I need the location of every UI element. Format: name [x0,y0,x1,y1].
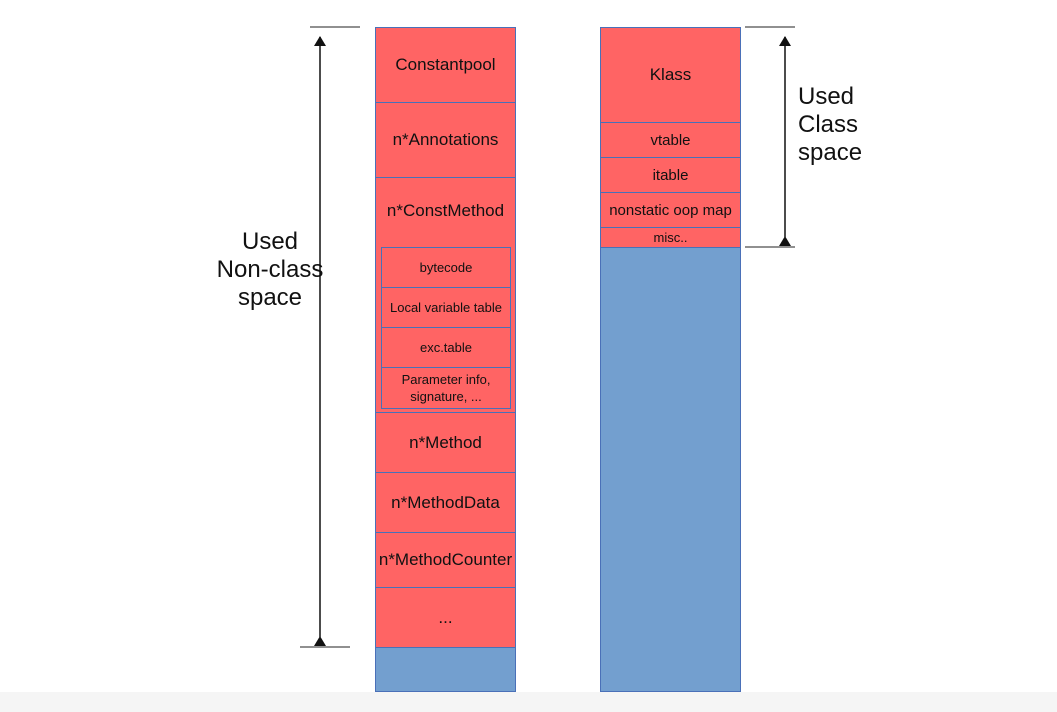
non-class-space-column: Constantpool n*Annotations n*ConstMethod… [375,27,516,692]
methoddata-block: n*MethodData [376,473,515,533]
block-label: Klass [649,65,692,84]
sub-block-label: Local variable table [389,300,503,315]
constantpool-block: Constantpool [376,28,515,103]
klass-block: Klass [601,28,740,123]
method-block: n*Method [376,413,515,473]
block-label: nonstatic oop map [609,201,732,219]
block-label: ... [438,607,453,627]
exc-table-block: exc.table [382,328,510,368]
vtable-block: vtable [601,123,740,158]
bytecode-block: bytecode [382,248,510,288]
block-label: n*Annotations [392,130,499,149]
itable-block: itable [601,158,740,193]
block-label: n*MethodCounter [378,550,513,569]
block-label: vtable [650,131,691,149]
parameter-info-block: Parameter info, signature, ... [382,368,510,408]
bottom-band [0,692,1057,712]
sub-block-label: bytecode [419,260,473,275]
nonstatic-oop-map-block: nonstatic oop map [601,193,740,228]
sub-block-label: exc.table [419,340,473,355]
class-space-column: Klass vtable itable nonstatic oop map mi… [600,27,741,692]
class-space-label: Used Class space [798,83,863,166]
constmethod-contents: bytecode Local variable table exc.table … [381,247,511,409]
annotations-block: n*Annotations [376,103,515,178]
ellipsis-block: ... [376,588,515,648]
block-label: Constantpool [395,55,496,74]
misc-block: misc.. [601,228,740,248]
non-class-space-label: Used Non-class space [216,228,324,311]
block-label: n*ConstMethod [386,201,505,220]
block-label: n*Method [409,432,482,452]
block-label: n*MethodData [391,492,500,512]
block-label: itable [652,166,689,184]
sub-block-label: Parameter info, signature, ... [401,372,491,404]
block-label: misc.. [653,230,688,245]
local-variable-table-block: Local variable table [382,288,510,328]
methodcounter-block: n*MethodCounter [376,533,515,588]
